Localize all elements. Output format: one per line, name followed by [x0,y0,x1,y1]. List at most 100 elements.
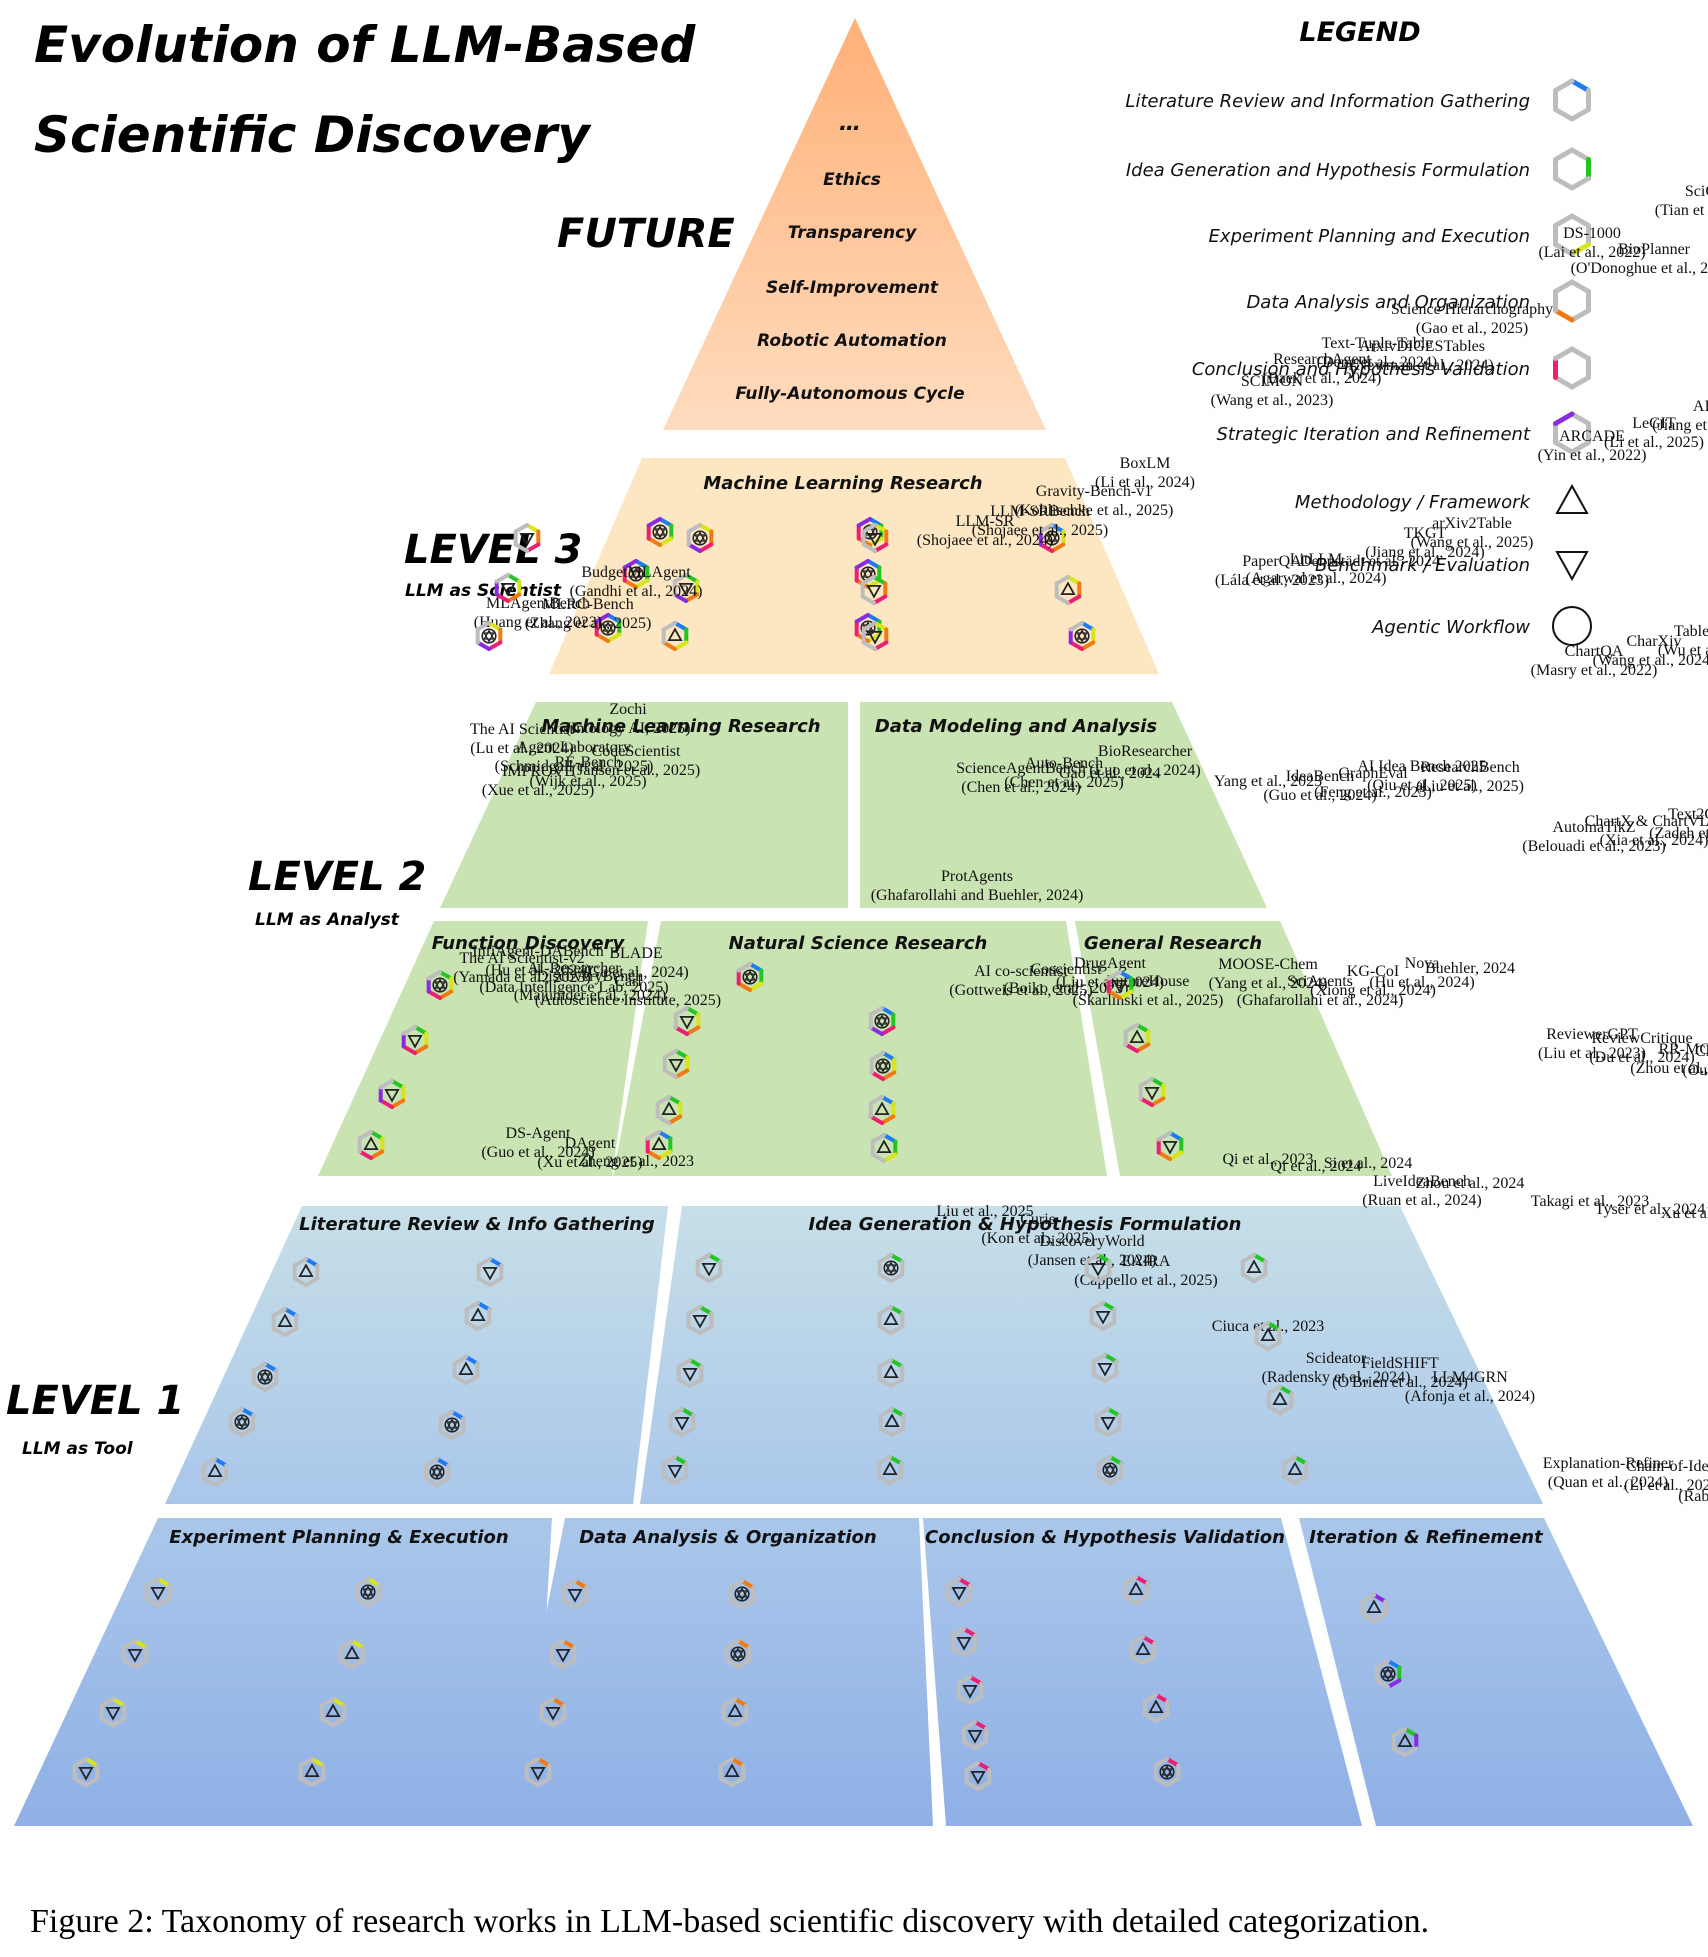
entry-name: LiveIdeaBench [1373,1173,1471,1190]
entry-name: ChartX & ChartVLM [1585,813,1708,830]
entry-name: EAIRA [1122,1253,1171,1270]
methodology-hexagon-icon [876,1455,904,1485]
entry-citation: (Liu et al., 2025) [1416,778,1524,795]
entry-citation: (Ghafarollahi et al., 2024) [1237,992,1404,1009]
benchmark-hexagon-icon [861,523,889,553]
entry-name: LLM4GRN [1432,1369,1508,1386]
methodology-hexagon-icon [1123,1023,1151,1053]
entry-name: TKGT [1404,525,1447,542]
entry-item: MC-NEST(Rabby et al., 2025) [1391,1469,1708,1757]
figure-title-line2: Scientific Discovery [34,106,592,164]
entry-name: LLM-SRBench [990,503,1090,520]
agentic-hexagon-icon [1153,1757,1181,1787]
entry-name: DrugAgent [1074,955,1147,972]
entry-citation: (O'Brien et al., 2024) [1332,1374,1468,1391]
entry-item: SciAgents(Ghafarollahi et al., 2024) [877,973,1404,1335]
entry-item: CodeScientist(Jansen et al., 2025) [572,621,700,779]
section-title-l3-ml: Machine Learning Research [703,473,982,494]
entry-item: Scideator(Radensky et al., 2024) [1254,1321,1410,1386]
entry-item: RE-Bench(Wijk et al., 2025) [529,573,700,790]
entry-item: ScienceAgentBench(Chen et al., 2024) [673,760,1086,1036]
benchmark-hexagon-icon [861,621,889,651]
entry-name: DAgent [565,1135,616,1152]
entry-item: LLM4GRN(Afonja et al., 2024) [1281,1369,1535,1485]
entry-citation: (Lai et al., 2022) [1538,244,1645,261]
entry-citation: (Schmidgall et al., 2025) [495,758,654,775]
legend-label-8: Agentic Workflow [1371,617,1530,638]
entry-name: ResearchAgent [1273,351,1371,368]
entry-name: GraphEval [1338,765,1408,782]
entry-item: GraphEval(Feng et al., 2025) [676,765,1432,1388]
entry-name: Explanation-Refiner [1543,1455,1674,1472]
section-title-l1-idea: Idea Generation & Hypothesis Formulation [809,1214,1242,1235]
entry-citation: (Qiu et al., 2025) [1367,777,1477,794]
agentic-hexagon-icon [426,970,454,1000]
entry-name: Xu et al., 2025 [1661,1205,1708,1222]
entry-item: SciReplicate-Bench(Xiang et al., 2025) [964,1761,992,1791]
methodology-hexagon-icon [718,1757,746,1787]
entry-citation: (Gottweis et al., 2025) [949,982,1093,999]
entry-name: DS-Agent [506,1125,571,1142]
methodology-hexagon-icon [721,1697,749,1727]
agentic-hexagon-icon [251,1362,279,1392]
entry-item: ARCADE(Yin et al., 2022) [354,428,1646,1607]
section-title-l1-concl: Conclusion & Hypothesis Validation [925,1527,1285,1548]
entry-name: AI-Researcher [527,960,621,977]
entry-item: Zochi(Intology AI, 2025) [566,613,690,737]
entry-citation: (Lála et al., 2023) [1215,572,1329,589]
methodology-hexagon-icon [870,1133,898,1163]
entry-name: RR-MCQ [1658,1041,1708,1058]
entry-item: ReviewerGPT(Liu et al., 2023) [945,1026,1646,1607]
methodology-hexagon-icon [877,1358,905,1388]
entry-item: LeGIT(Li et al., 2025) [338,415,1704,1669]
entry-name: Zhou et al., 2024 [1416,1175,1525,1192]
entry-name: Agent Laboratory [517,739,631,756]
entry-item: MLRC-Bench(Zhang et al., 2025) [494,573,651,632]
entry-citation: (Li et al., 2025) [1604,434,1704,451]
entry-citation: (Hu et al., 2024) [485,962,590,979]
methodology-hexagon-icon [464,1301,492,1331]
entry-citation: (Huang et al., 2023) [474,614,602,631]
future-item-robotic-automation: Robotic Automation [757,331,947,351]
entry-citation: (Wu et al., 2024) [1658,642,1708,659]
entry-item: ResearchBench(Liu et al., 2025) [661,759,1524,1485]
level1-lit-panel [165,1206,668,1504]
hexagon-blue-icon [1553,78,1591,122]
agentic-hexagon-icon [228,1407,256,1437]
entry-item: LLM-SRBench(Shojaee et al., 2025) [401,503,1108,1055]
methodology-hexagon-icon [201,1457,229,1487]
entry-name: SCIMON [1241,373,1304,390]
methodology-hexagon-icon [292,1257,320,1287]
entry-item: InfiAgent-DABench(Hu et al., 2024) [472,523,889,979]
entry-item: BLADE(Gu et al., 2024) [583,621,889,981]
future-item-ethics: Ethics [823,170,881,190]
future-item-ellipsis: … [839,111,861,136]
entry-name: Gao et al., 2024 [1059,765,1161,782]
methodology-hexagon-icon [298,1757,326,1787]
benchmark-hexagon-icon [668,1407,696,1437]
methodology-hexagon-icon [1360,1593,1388,1623]
level1-idea-panel [640,1206,1543,1504]
entry-citation: (Deng et al., 2024) [1317,354,1437,371]
entry-item: Shi et al., 2025 [298,1757,326,1787]
level3-title: LEVEL 3 [404,527,582,573]
methodology-hexagon-icon [1129,1635,1157,1665]
entry-item: TKGT(Jiang et al., 2024) [438,525,1485,1440]
entry-item: AutomaTikZ(Belouadi et al., 2023) [728,819,1666,1609]
agentic-hexagon-icon [423,1457,451,1487]
entry-item: Takagi et al., 2023 [1122,1193,1649,1605]
methodology-hexagon-icon [319,1697,347,1727]
entry-name: Science Hierarchography [1391,301,1553,318]
entry-name: AIDE [1693,398,1708,415]
entry-item: BudgetMLAgent(Gandhi et al., 2024) [475,564,702,651]
entry-item: Science Hierarchography(Gao et al., 2025… [201,301,1553,1487]
hexagon-pink-icon [1553,346,1591,390]
section-title-l2-fd: Function Discovery [432,933,626,954]
agentic-hexagon-icon [1096,1455,1124,1485]
entry-citation: (Majumder et al., 2024) [514,987,666,1004]
entry-citation: (Yang et al., 2024) [1209,975,1328,992]
entry-name: Zheng et al., 2023 [578,1153,694,1170]
entries: The AI Scientist(Lu et al., 2024)The AI … [72,183,1708,1791]
benchmark-hexagon-icon [956,1675,984,1705]
